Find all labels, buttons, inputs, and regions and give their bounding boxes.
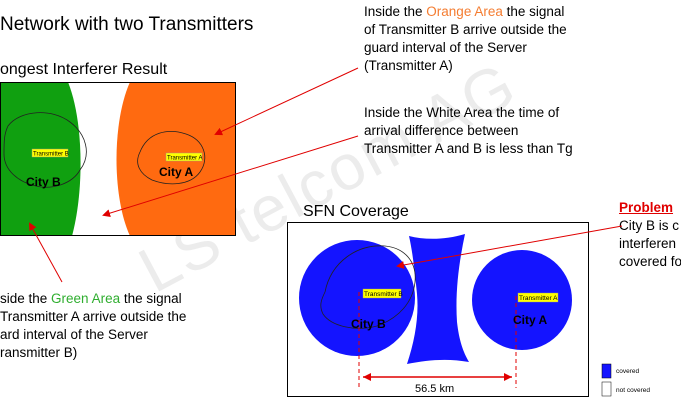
problem-text-line3: covered fo <box>619 254 681 269</box>
main-title: Network with two Transmitters <box>0 14 254 35</box>
city-a-label: City A <box>159 165 194 179</box>
transmitter-b-label-box-sfn <box>362 288 402 299</box>
transmitter-a-label-box <box>165 152 203 162</box>
orange-text-before: Inside the <box>364 4 427 19</box>
left-panel-title: ongest Interferer Result <box>0 61 168 78</box>
legend-covered-label: covered <box>616 368 640 375</box>
city-b-boundary <box>3 112 87 188</box>
orange-text-line3: guard interval of the Server <box>364 40 527 55</box>
interferer-map-border <box>0 82 236 236</box>
orange-area-annotation: Inside the Orange Area the signal of Tra… <box>364 3 567 75</box>
green-pointer-arrow <box>29 222 63 283</box>
problem-pointer-arrow <box>396 225 623 269</box>
coverage-middle-area <box>407 234 469 364</box>
white-text-line3: Transmitter A and B is less than Tg <box>364 141 573 156</box>
coverage-legend: covered not covered <box>601 363 650 397</box>
problem-text-line1: City B is c <box>619 218 680 233</box>
city-b-boundary-sfn <box>320 245 416 329</box>
green-area-annotation: side the Green Area the signal Transmitt… <box>0 290 186 362</box>
transmitter-b-label-sfn: Transmitter B <box>364 291 403 298</box>
city-a-boundary <box>137 131 206 185</box>
green-area-highlight: Green Area <box>51 291 121 306</box>
white-pointer-arrow <box>102 135 359 218</box>
problem-annotation: Problem City B is c interferen covered f… <box>619 199 681 271</box>
sfn-coverage-map: Transmitter B Transmitter A City B City … <box>287 222 589 397</box>
green-text-before: side the <box>0 291 52 306</box>
green-text-line4: ransmitter B) <box>0 345 78 360</box>
right-panel-title: SFN Coverage <box>303 203 409 220</box>
sfn-map-border <box>287 222 589 397</box>
transmitter-a-label-sfn: Transmitter A <box>519 295 558 302</box>
transmitter-b-label-box <box>31 148 69 158</box>
transmitter-a-label: Transmitter A <box>167 156 202 162</box>
transmitter-a-label-box-sfn <box>517 292 559 303</box>
distance-arrow-left <box>363 373 371 381</box>
white-text-line2: arrival difference between <box>364 123 519 138</box>
green-area <box>0 82 81 236</box>
legend-not-covered-label: not covered <box>616 387 650 394</box>
orange-text-line2: of Transmitter B arrive outside the <box>364 22 567 37</box>
white-area-annotation: Inside the White Area the time of arriva… <box>364 104 573 158</box>
city-a-label-sfn: City A <box>513 313 548 327</box>
transmitter-b-label: Transmitter B <box>33 152 69 158</box>
distance-arrow-right <box>504 373 512 381</box>
orange-text-line4: (Transmitter A) <box>364 58 453 73</box>
orange-pointer-arrow <box>214 67 359 136</box>
coverage-b-circle <box>299 240 415 356</box>
white-text-line1: Inside the White Area the time of <box>364 105 560 120</box>
green-text-line2: Transmitter A arrive outside the <box>0 309 187 324</box>
interferer-map: Transmitter B Transmitter A City B City … <box>0 82 236 236</box>
green-text-after: the signal <box>120 291 182 306</box>
legend-covered-swatch <box>601 363 612 379</box>
green-text-line3: ard interval of the Server <box>0 327 148 342</box>
orange-area-highlight: Orange Area <box>426 4 503 19</box>
orange-text-after: the signal <box>502 4 565 19</box>
city-b-label: City B <box>26 175 61 189</box>
problem-text-line2: interferen <box>619 236 677 251</box>
legend-not-covered-swatch <box>601 381 612 397</box>
distance-label: 56.5 km <box>415 383 454 395</box>
city-b-label-sfn: City B <box>351 317 386 331</box>
problem-heading: Problem <box>619 200 674 215</box>
